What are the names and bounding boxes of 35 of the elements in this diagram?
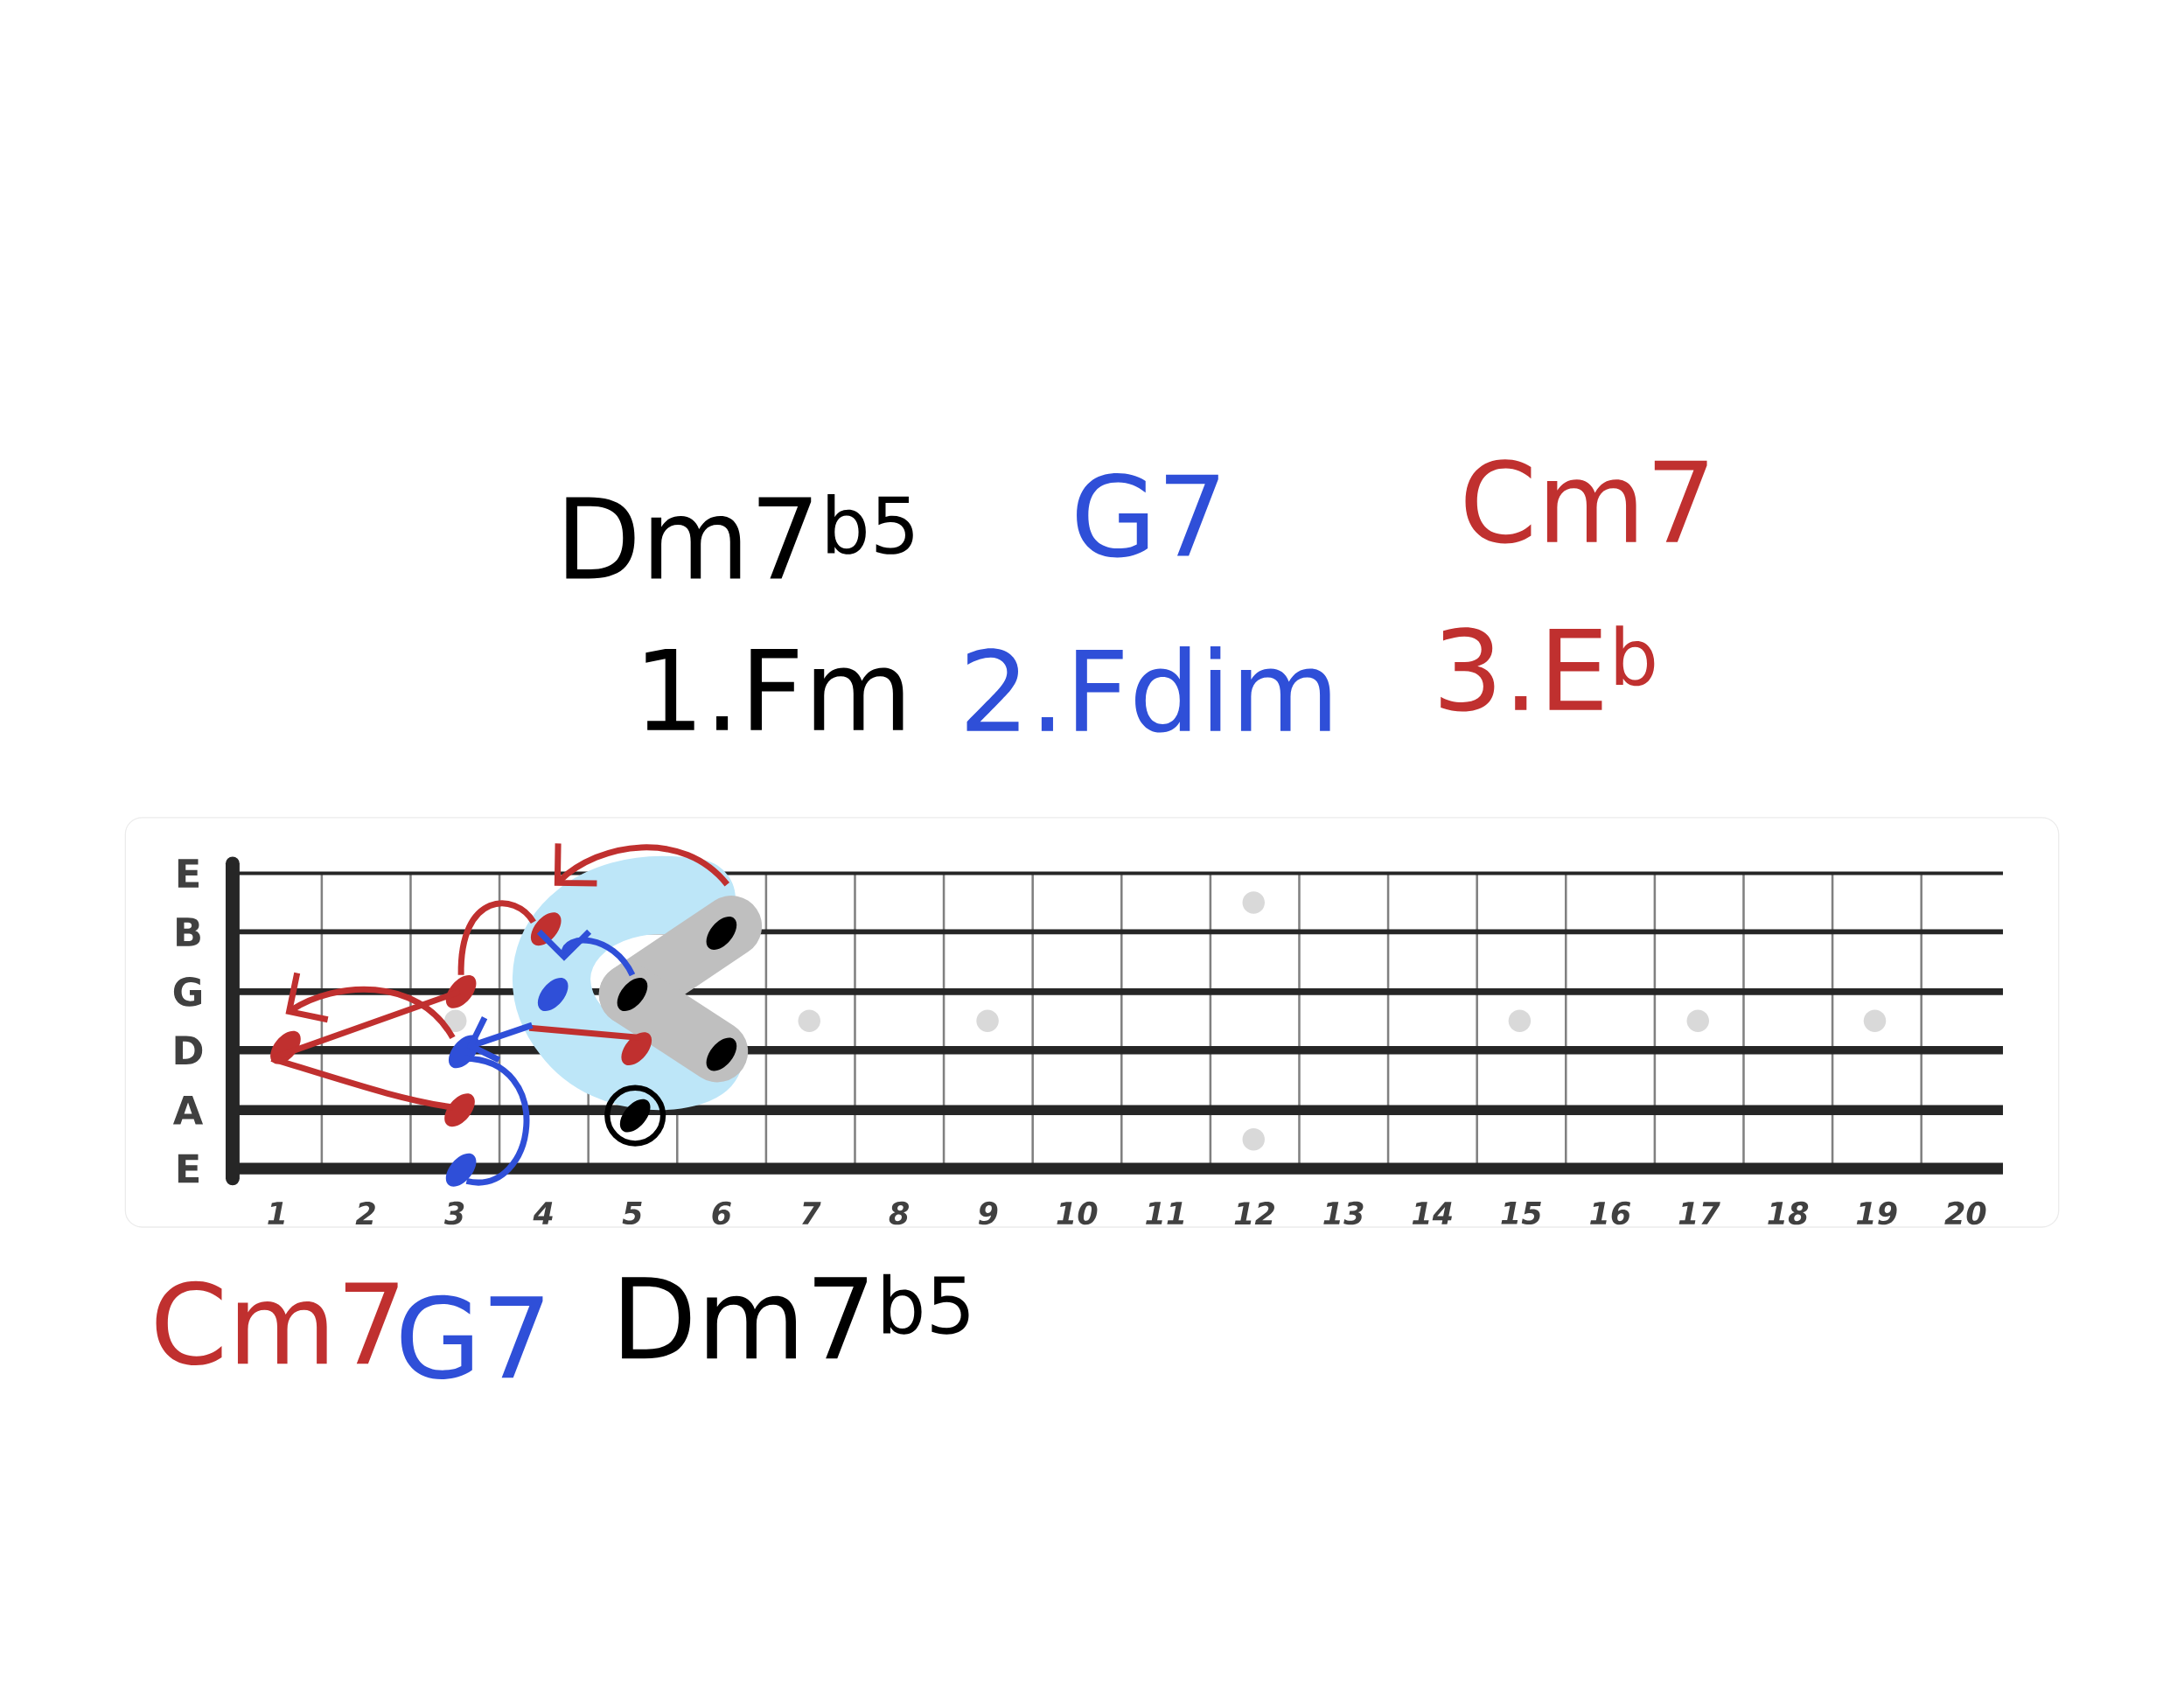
chord-name: Dm7$^{b5}$ [622, 1273, 969, 1359]
fret-number: 14 [1412, 1202, 1452, 1224]
fret-number: 10 [1057, 1201, 1098, 1225]
string-name: G [173, 976, 201, 1007]
fret-number: 6 [712, 1201, 731, 1225]
fret-number: 7 [802, 1202, 821, 1224]
fret-number: 8 [889, 1201, 909, 1225]
fret-number: 17 [1678, 1202, 1720, 1224]
fret-number: 15 [1501, 1202, 1541, 1225]
string-name: E [178, 1154, 199, 1183]
chord-name: 3.E$^{b}$ [1441, 625, 1655, 712]
chord-name: Cm7 [156, 1280, 398, 1365]
fret-number: 19 [1856, 1201, 1897, 1225]
fret-number: 12 [1234, 1202, 1274, 1225]
fret-number: 18 [1768, 1201, 1809, 1225]
fret-number: 20 [1944, 1201, 1986, 1225]
chord-name: G7 [401, 1294, 543, 1379]
chord-name: Dm7$^{b5}$ [566, 493, 913, 579]
fret-number: 5 [622, 1202, 642, 1225]
fret-number: 11 [1146, 1202, 1184, 1224]
string-name: B [177, 917, 200, 946]
fret-number: 4 [533, 1202, 553, 1224]
fret-number: 13 [1323, 1201, 1364, 1225]
string-name: D [175, 1036, 203, 1064]
fret-number: 9 [979, 1201, 998, 1225]
string-name: E [178, 859, 199, 888]
chord-name: Cm7 [1465, 459, 1707, 544]
fret-number: 3 [443, 1201, 464, 1225]
fret-number: 16 [1590, 1201, 1631, 1225]
chord-name: 1.Fm [645, 648, 904, 730]
chord-name: 2.Fdim [966, 646, 1330, 733]
fret-number: 2 [355, 1202, 375, 1225]
chord-name: G7 [1077, 473, 1218, 558]
fret-number: 1 [268, 1202, 284, 1224]
string-name: A [172, 1095, 204, 1125]
